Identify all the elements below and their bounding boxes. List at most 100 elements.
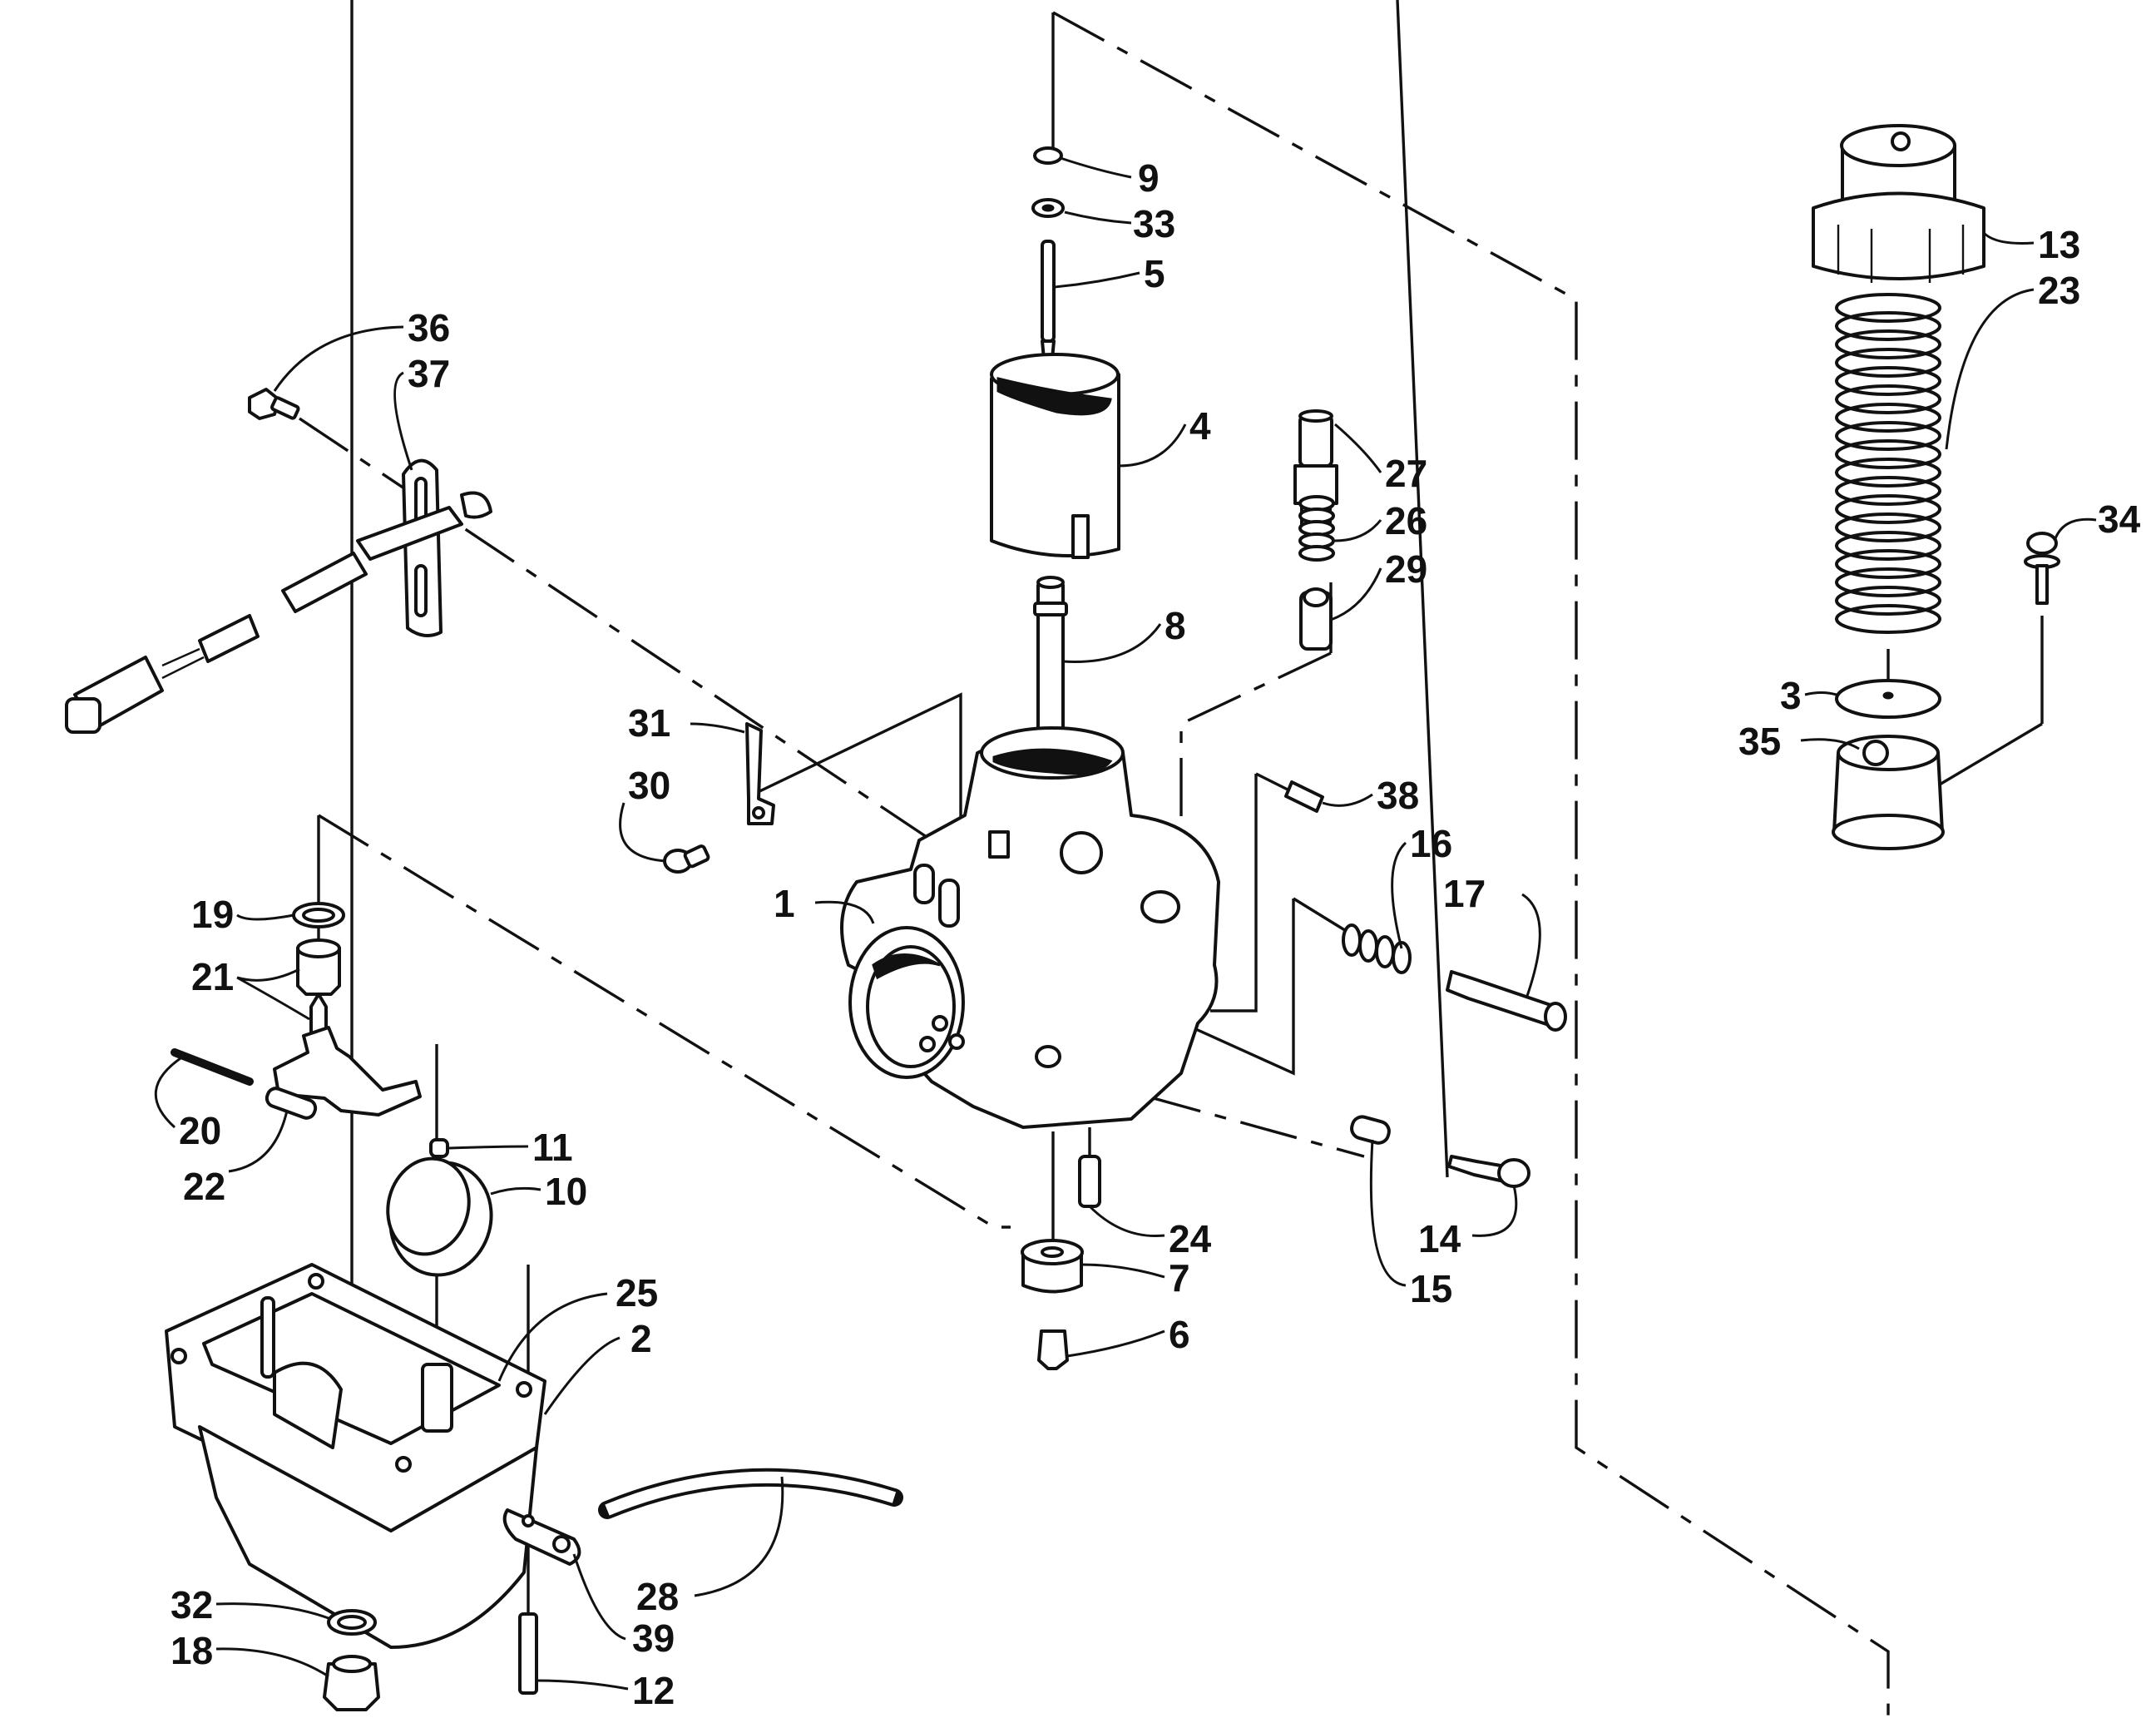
spring-coil bbox=[1835, 311, 1941, 341]
part-bowl-screw bbox=[518, 1612, 538, 1695]
leader-16 bbox=[1391, 841, 1407, 949]
callout-38: 38 bbox=[1377, 774, 1419, 817]
part-jet-holder-nut bbox=[1021, 1239, 1084, 1294]
guide-line-top-diagonal bbox=[1052, 11, 1890, 1718]
leader-7 bbox=[1080, 1263, 1165, 1279]
part-throttle-spring bbox=[1835, 293, 1941, 634]
part-float-pin bbox=[171, 1048, 254, 1086]
callout-20: 20 bbox=[179, 1109, 221, 1152]
part-o-ring-19 bbox=[292, 902, 345, 928]
leader-26 bbox=[1334, 519, 1382, 542]
part-float-tip bbox=[429, 1138, 449, 1158]
leader-20 bbox=[154, 1055, 184, 1129]
callout-2: 2 bbox=[630, 1317, 652, 1360]
leader-25 bbox=[497, 1292, 608, 1382]
leader-22 bbox=[228, 1110, 289, 1173]
leader-4 bbox=[1118, 423, 1187, 468]
leader-19 bbox=[236, 913, 294, 921]
leader-9 bbox=[1060, 156, 1132, 179]
callout-35: 35 bbox=[1738, 720, 1781, 763]
callout-24: 24 bbox=[1169, 1217, 1212, 1260]
part-throttle-slide bbox=[990, 353, 1120, 559]
callout-28: 28 bbox=[636, 1575, 679, 1618]
leader-32 bbox=[215, 1602, 329, 1620]
callout-5: 5 bbox=[1144, 252, 1165, 295]
leader-10 bbox=[490, 1186, 541, 1196]
callout-30: 30 bbox=[628, 764, 670, 807]
callout-12: 12 bbox=[632, 1669, 675, 1712]
leader-35 bbox=[1800, 738, 1860, 750]
leader-21 bbox=[236, 968, 310, 1021]
part-screw-30 bbox=[663, 844, 710, 874]
part-needle-jet bbox=[1078, 1155, 1101, 1208]
guide-line-float-bowl bbox=[318, 814, 1011, 1229]
spring-coil bbox=[1835, 403, 1941, 433]
part-spring-26 bbox=[1298, 495, 1335, 562]
spring-coil bbox=[1835, 512, 1941, 542]
callout-39: 39 bbox=[632, 1617, 675, 1660]
guide-line-air-screw bbox=[1164, 899, 1295, 1076]
spring-coil bbox=[1835, 494, 1941, 524]
callout-13: 13 bbox=[2038, 223, 2080, 266]
part-cable-holder bbox=[1832, 735, 1945, 850]
callout-7: 7 bbox=[1169, 1256, 1190, 1300]
leader-2 bbox=[543, 1336, 621, 1415]
part-float-bowl bbox=[165, 1263, 546, 1649]
part-plate-39 bbox=[502, 1508, 581, 1566]
spring-coil bbox=[1835, 604, 1941, 634]
leader-18 bbox=[215, 1647, 329, 1678]
leader-39 bbox=[572, 1553, 626, 1641]
leader-8 bbox=[1062, 623, 1162, 663]
callout-22: 22 bbox=[183, 1165, 225, 1208]
guide-line-screw-34-bracket bbox=[1928, 722, 2043, 815]
part-carb-cap bbox=[1812, 124, 1985, 283]
callout-31: 31 bbox=[628, 701, 670, 745]
part-spring-16 bbox=[1342, 923, 1412, 974]
callout-29: 29 bbox=[1385, 547, 1427, 591]
callout-21: 21 bbox=[191, 955, 234, 998]
part-plunger-29 bbox=[1299, 587, 1333, 651]
callout-33: 33 bbox=[1133, 202, 1175, 245]
leader-34 bbox=[2053, 517, 2097, 542]
part-bolt-36 bbox=[248, 388, 300, 420]
callout-25: 25 bbox=[616, 1271, 658, 1314]
callout-1: 1 bbox=[774, 882, 795, 925]
callout-14: 14 bbox=[1418, 1217, 1461, 1260]
spring-coil bbox=[1835, 348, 1941, 378]
spring-coil bbox=[1835, 531, 1941, 561]
spring-coil bbox=[1835, 439, 1941, 469]
part-guide-pipe bbox=[1033, 576, 1068, 734]
callout-37: 37 bbox=[408, 352, 450, 395]
part-hose bbox=[598, 1468, 903, 1519]
leader-33 bbox=[1064, 210, 1132, 225]
callout-10: 10 bbox=[545, 1170, 587, 1213]
callout-11: 11 bbox=[532, 1126, 573, 1169]
part-float-arm bbox=[265, 1026, 422, 1120]
part-spring-15 bbox=[1350, 1115, 1391, 1145]
leader-14 bbox=[1471, 1185, 1518, 1237]
leader-23 bbox=[1945, 288, 2035, 450]
callout-8: 8 bbox=[1165, 604, 1186, 647]
callout-27: 27 bbox=[1385, 452, 1427, 495]
callout-9: 9 bbox=[1138, 156, 1160, 200]
leader-30 bbox=[619, 802, 666, 863]
leader-13 bbox=[1982, 231, 2035, 245]
spring-coil bbox=[1835, 586, 1941, 616]
spring-coil bbox=[1835, 476, 1941, 506]
part-needle-valve bbox=[296, 938, 341, 1037]
part-throttle-sensor bbox=[65, 458, 492, 734]
part-air-screw bbox=[1447, 1155, 1530, 1188]
leader-15 bbox=[1369, 1139, 1407, 1287]
leader-12 bbox=[536, 1679, 629, 1691]
callout-34: 34 bbox=[2098, 498, 2141, 541]
part-pin-38 bbox=[1284, 780, 1324, 813]
callout-26: 26 bbox=[1385, 499, 1427, 542]
part-float bbox=[386, 1156, 493, 1277]
callout-19: 19 bbox=[191, 893, 234, 936]
leader-1 bbox=[814, 900, 875, 924]
guide-line-air-screw-top bbox=[1293, 897, 1348, 933]
guide-line-idle-screw bbox=[1210, 774, 1258, 1012]
callout-4: 4 bbox=[1189, 404, 1211, 448]
callout-labels: 1 2 3 4 5 6 7 8 9 10 11 12 13 14 15 16 1… bbox=[171, 156, 2141, 1712]
callout-36: 36 bbox=[408, 306, 450, 349]
